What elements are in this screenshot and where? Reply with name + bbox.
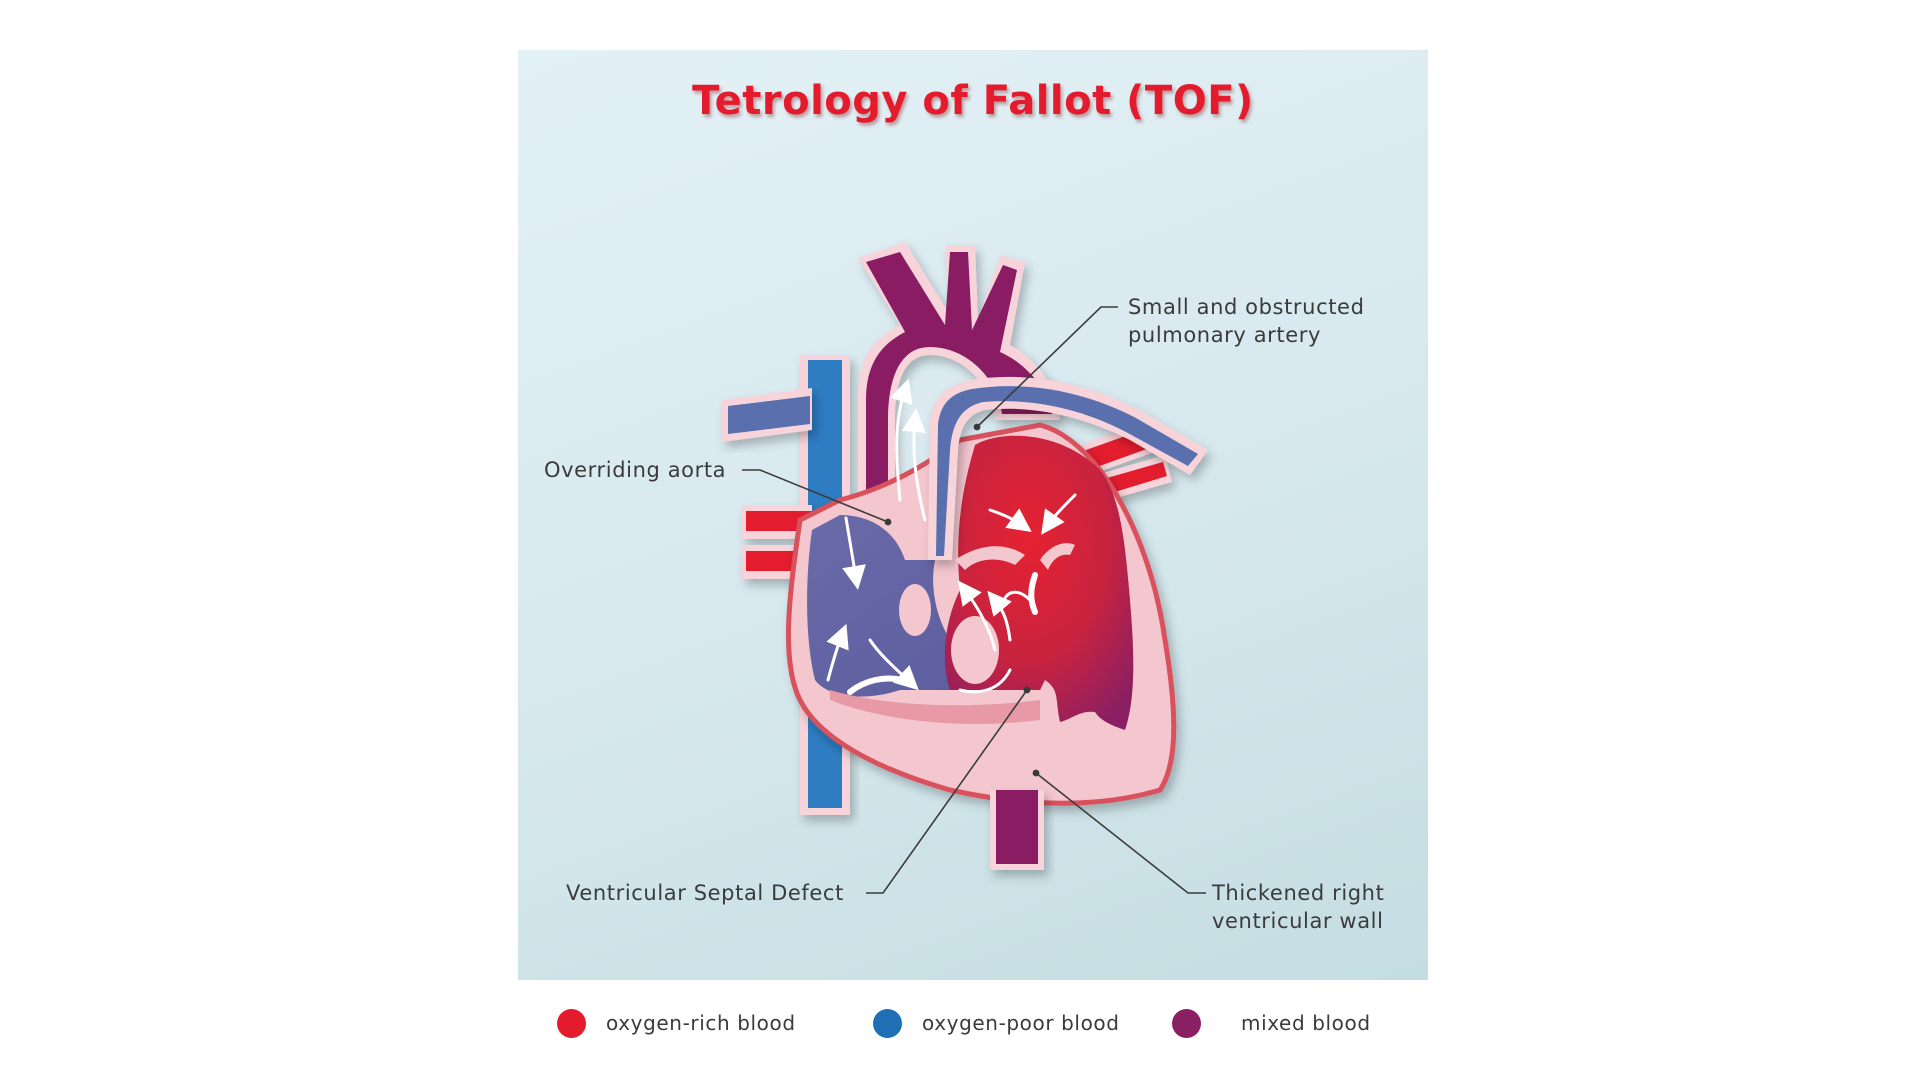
legend-label-oxygen-rich: oxygen-rich blood	[606, 1011, 796, 1035]
septum-valves	[899, 543, 1075, 684]
callout-overriding-aorta: Overriding aorta	[544, 458, 727, 482]
legend-oxygen-poor: oxygen-poor blood	[873, 1006, 1120, 1040]
callout-thickened-wall: Thickened right ventricular wall	[1212, 879, 1384, 935]
legend-label-oxygen-poor: oxygen-poor blood	[922, 1011, 1120, 1035]
legend-dot-oxygen-poor	[873, 1008, 902, 1038]
legend-dot-mixed	[1172, 1008, 1201, 1038]
legend-oxygen-rich: oxygen-rich blood	[557, 1006, 796, 1040]
aorta	[858, 242, 1060, 570]
flow-arrows	[826, 378, 1077, 695]
callout-lines	[742, 306, 1206, 894]
pulmonary-vein-left	[722, 388, 812, 442]
callout-vsd: Ventricular Septal Defect	[566, 881, 844, 905]
left-heart-chambers	[944, 435, 1134, 730]
legend-label-mixed: mixed blood	[1241, 1011, 1371, 1035]
legend-mixed: mixed blood	[1172, 1006, 1371, 1040]
callout-pulmonary-line2: pulmonary artery	[1128, 323, 1322, 347]
legend-dot-oxygen-rich	[557, 1008, 586, 1038]
ventricular-wall-band	[830, 690, 1040, 724]
callout-pulmonary-artery: Small and obstructed pulmonary artery	[1128, 293, 1365, 349]
callout-pulmonary-line1: Small and obstructed	[1128, 295, 1365, 319]
inferior-vessel	[990, 790, 1044, 870]
callout-wall-line1: Thickened right	[1212, 881, 1385, 905]
diagram-title: Tetrology of Fallot (TOF)	[692, 78, 1254, 124]
pulmonary-artery	[928, 376, 1208, 560]
callout-wall-line2: ventricular wall	[1212, 909, 1384, 933]
